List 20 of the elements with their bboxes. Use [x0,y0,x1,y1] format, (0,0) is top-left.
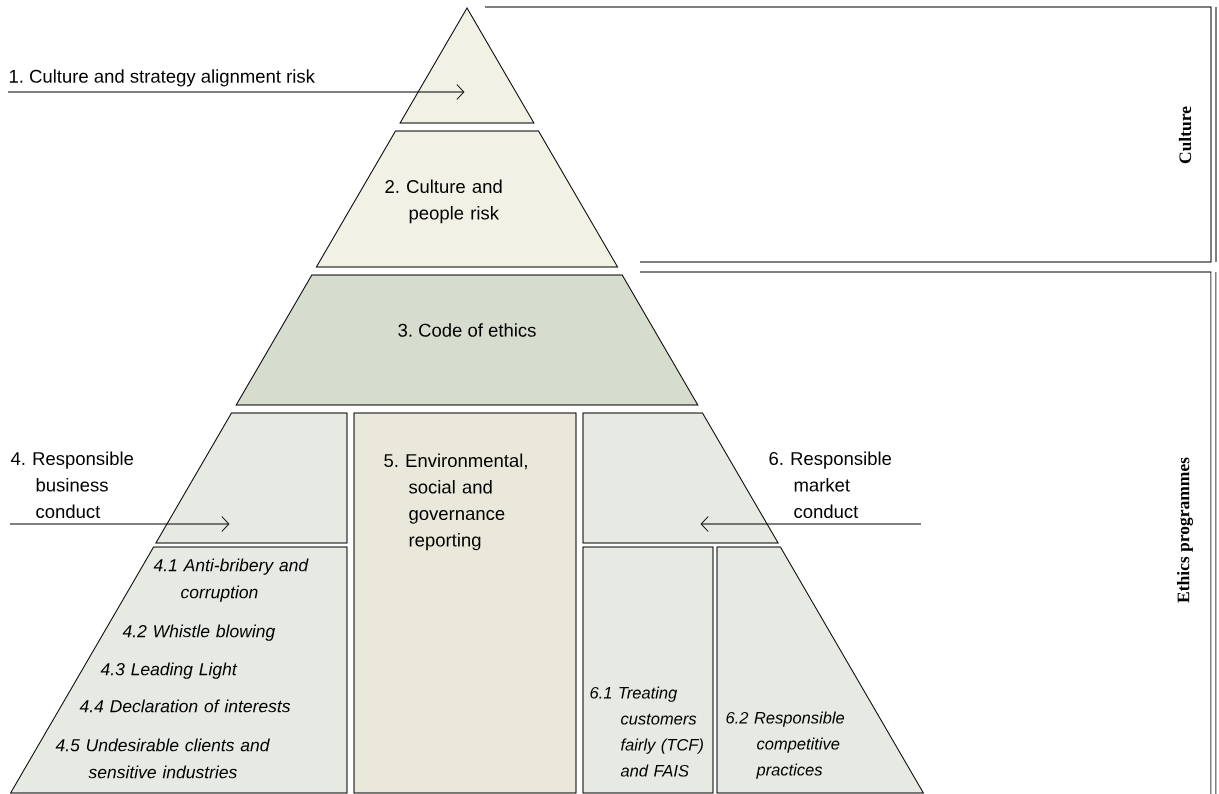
item-text: 2. Culture and people risk [385,179,502,224]
item-text: 4.5 Undesirable clients and sensitive industries [55,738,270,779]
section-label: Culture [1178,106,1192,164]
triangle-shape [399,7,535,124]
callout-text: 1. Culture and strategy alignment risk [9,69,315,87]
item-text: 4.2 Whistle blowing [122,624,276,641]
item-text: 3. Code of ethics [398,323,536,337]
item-text: 4.4 Declaration of interests [79,699,291,713]
callout-text: 4. Responsible business conduct [10,451,134,519]
trapezoid-shape [155,412,348,544]
item-text: 6.2 Responsible competitive practices [726,711,845,779]
arrow [7,84,465,100]
item-text: 4.1 Anti-bribery and corruption [153,558,309,602]
callout-text: 6. Responsible market conduct [769,451,892,519]
item-text: 4.3 Leading Light [100,662,238,679]
section-label: Ethics programmes [1177,457,1193,603]
arrow [700,516,922,532]
item-text: 6.1 Treating customers fairly (TCF) and FAIS [590,686,703,777]
item-text: 5. Environmental, social and governance reporting [384,453,527,551]
arrow [9,516,230,532]
